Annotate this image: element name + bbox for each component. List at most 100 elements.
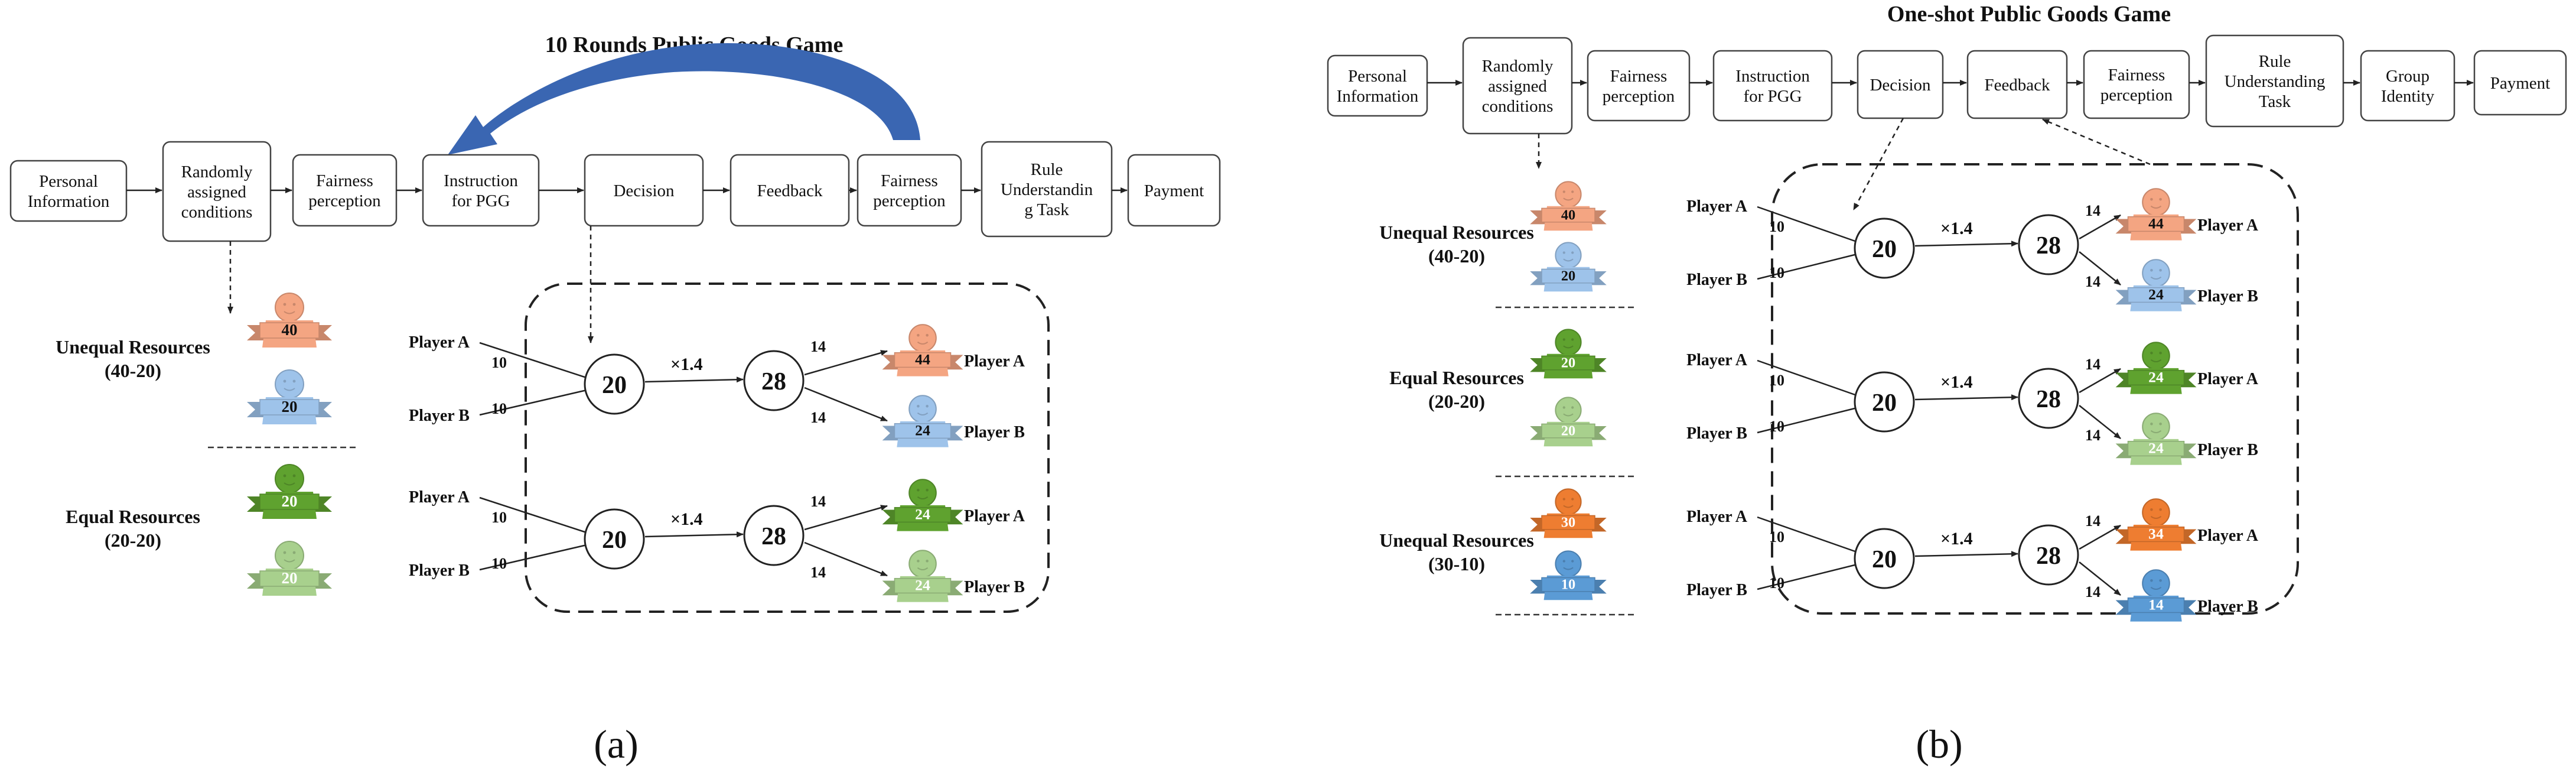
result-avatar: 14	[2115, 569, 2197, 622]
contribution-b: 10	[1769, 418, 1784, 435]
ribbon-tail-icon	[1530, 426, 1545, 440]
person-head-icon	[2142, 259, 2170, 287]
total-value: 28	[761, 523, 786, 550]
resource-value: 14	[2148, 596, 2164, 613]
result-avatar: 34	[2115, 498, 2197, 551]
person-head-icon	[2142, 188, 2170, 216]
multiplier-arrow	[644, 531, 744, 538]
person-head-icon	[275, 293, 304, 322]
flow-step-box	[2083, 50, 2190, 119]
result-player-label: Player B	[2197, 287, 2258, 306]
pool-value: 20	[1872, 546, 1897, 573]
player-avatar: 40	[1530, 181, 1607, 231]
result-avatar: 44	[882, 324, 963, 376]
share-arrow-b	[2079, 251, 2121, 285]
multiplier: ×1.4	[670, 509, 703, 529]
flow-step-box	[1857, 50, 1944, 119]
total-circle	[2018, 214, 2079, 275]
resource-value: 40	[1561, 207, 1575, 223]
ribbon-tail-icon	[2115, 290, 2132, 305]
condition-label: Equal Resources(20-20)	[66, 506, 200, 551]
result-avatar: 24	[2115, 342, 2197, 394]
person-head-icon	[2142, 569, 2170, 598]
contribution-arrow-b	[1757, 251, 1862, 280]
contribution-b: 10	[491, 400, 507, 417]
pool-circle	[584, 508, 645, 570]
ribbon-tail-icon	[947, 509, 963, 525]
contribution-a: 10	[1769, 528, 1784, 546]
flow-step-box	[1462, 37, 1573, 135]
ribbon-tail-icon	[2115, 372, 2132, 388]
ribbon-tail-icon	[315, 496, 332, 512]
share-arrow-a	[2079, 368, 2121, 394]
result-player-label: Player A	[964, 352, 1025, 371]
contribution-arrow-a	[1757, 206, 1862, 245]
result-avatar: 24	[2115, 413, 2197, 465]
person-head-icon	[908, 479, 937, 507]
ribbon-banner-icon	[894, 577, 952, 594]
resource-value: 44	[2148, 215, 2164, 232]
resource-value: 20	[282, 492, 298, 510]
panel-b-title: One-shot Public Goods Game	[1887, 2, 2171, 27]
player-b-label: Player B	[1686, 581, 1747, 599]
flow-step-box	[2473, 50, 2567, 116]
resource-value: 24	[2148, 286, 2164, 303]
share-b: 14	[2085, 583, 2100, 600]
ribbon-tail-icon	[1530, 580, 1545, 594]
flow-step-label: Decision	[613, 181, 675, 200]
share-a: 14	[810, 338, 826, 355]
multiplier: ×1.4	[1940, 372, 1973, 392]
resource-value: 24	[2148, 369, 2164, 386]
share-arrow-a	[2079, 524, 2121, 550]
resource-value: 20	[282, 398, 298, 415]
ribbon-tail-icon	[1591, 358, 1607, 372]
contribution-arrow-b	[1757, 561, 1862, 590]
ribbon-banner-icon	[259, 493, 320, 510]
share-b: 14	[2085, 427, 2100, 444]
total-value: 28	[761, 368, 786, 395]
ribbon-tail-icon	[2180, 600, 2197, 615]
flow-step-label: Feedback	[1984, 76, 2050, 95]
share-a: 14	[2085, 356, 2100, 373]
player-b-label: Player B	[409, 407, 470, 425]
ribbon-tail-icon	[1591, 426, 1607, 440]
share-arrow-b	[804, 541, 888, 577]
contribution-a: 10	[1769, 218, 1784, 235]
ribbon-banner-icon	[2127, 440, 2185, 457]
share-arrow-a	[804, 350, 888, 376]
player-b-label: Player B	[1686, 271, 1747, 289]
result-player-label: Player B	[964, 423, 1025, 441]
share-arrow-b	[2079, 561, 2121, 596]
ribbon-tail-icon	[2180, 443, 2197, 459]
ribbon-banner-icon	[1541, 268, 1595, 284]
result-avatar: 44	[2115, 188, 2197, 241]
ribbon-tail-icon	[882, 509, 898, 525]
player-avatar: 20	[247, 464, 332, 519]
resource-value: 24	[2148, 440, 2164, 457]
player-avatar: 40	[247, 293, 332, 348]
multiplier-arrow	[644, 376, 744, 383]
ribbon-tail-icon	[315, 325, 332, 340]
flow-step-box	[981, 141, 1113, 238]
resource-value: 20	[1561, 268, 1575, 284]
repeat-rounds-arrow	[448, 43, 920, 155]
multiplier-arrow	[1914, 241, 2018, 247]
resource-value: 30	[1561, 514, 1575, 530]
player-avatar: 20	[247, 369, 332, 424]
ribbon-tail-icon	[315, 573, 332, 589]
result-avatar: 24	[882, 550, 963, 602]
